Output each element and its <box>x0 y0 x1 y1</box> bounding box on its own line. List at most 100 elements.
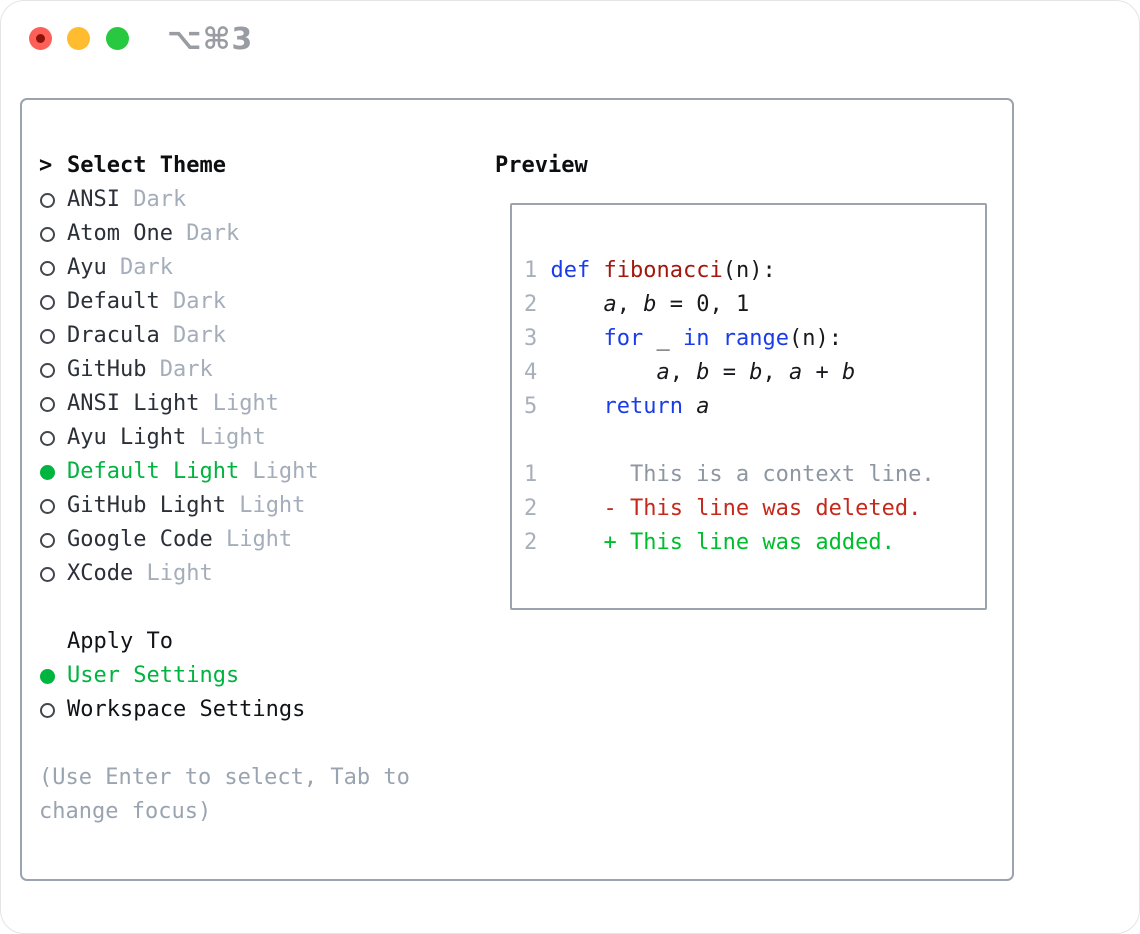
code-token-ident: b <box>749 360 763 385</box>
theme-option-google-code[interactable]: Google Code Light <box>39 523 489 557</box>
code-token-plain: + <box>802 360 842 385</box>
code-token-function: fibonacci <box>603 258 723 283</box>
theme-name: Ayu <box>67 255 107 280</box>
line-number: 5 <box>524 394 538 419</box>
preview-line: 2 + This line was added. <box>524 526 977 560</box>
minimize-button[interactable] <box>67 27 90 50</box>
code-token-keyword: def <box>550 258 591 283</box>
radio-selected-icon <box>39 668 67 684</box>
help-text: (Use Enter to select, Tab to change focu… <box>39 765 410 824</box>
apply-option-workspace-settings[interactable]: Workspace Settings <box>39 693 489 727</box>
theme-variant: Light <box>239 459 319 484</box>
code-token-plain: , <box>762 360 789 385</box>
theme-variant: Light <box>225 493 306 518</box>
preview-line: 2 - This line was deleted. <box>524 492 977 526</box>
select-theme-header: Select Theme <box>67 153 226 178</box>
theme-option-default-light[interactable]: Default Light Light <box>39 455 489 489</box>
code-token-ident: a <box>603 292 617 317</box>
code-token-ident: a <box>696 394 710 419</box>
preview-line: 4 a, b = b, a + b <box>524 356 977 390</box>
apply-option-label: Workspace Settings <box>67 697 306 722</box>
code-token-context: This is a context line. <box>550 462 935 487</box>
theme-name: XCode <box>67 561 134 586</box>
theme-option-ansi[interactable]: ANSI Dark <box>39 183 489 217</box>
apply-option-label: User Settings <box>67 663 240 688</box>
code-token-plain: = 0, 1 <box>656 292 750 317</box>
apply-to-header-row: Apply To <box>39 625 489 659</box>
preview-line: 1 def fibonacci(n): <box>524 254 977 288</box>
theme-variant: Dark <box>146 357 213 382</box>
theme-option-xcode[interactable]: XCode Light <box>39 557 489 591</box>
code-token-ident: a <box>788 360 803 385</box>
radio-selected-icon <box>39 464 67 480</box>
theme-option-ayu-light[interactable]: Ayu Light Light <box>39 421 489 455</box>
theme-variant: Light <box>186 425 266 450</box>
code-token-plain <box>590 258 603 283</box>
preview-line: 3 for _ in range(n): <box>524 322 977 356</box>
code-token-ident: a <box>656 360 670 385</box>
prompt-caret-icon: > <box>39 153 53 178</box>
code-token-keyword: return <box>603 394 683 419</box>
theme-option-ansi-light[interactable]: ANSI Light Light <box>39 387 489 421</box>
spacer <box>39 727 489 761</box>
radio-icon <box>39 498 67 514</box>
preview-line: 2 a, b = 0, 1 <box>524 288 977 322</box>
radio-icon <box>39 362 67 378</box>
radio-icon <box>39 532 67 548</box>
maximize-button[interactable] <box>106 27 129 50</box>
theme-variant: Dark <box>172 221 240 246</box>
code-token-keyword: range <box>722 326 789 351</box>
theme-option-github[interactable]: GitHub Dark <box>39 353 489 387</box>
code-token-deleted: - This line was deleted. <box>550 496 922 521</box>
code-token-plain <box>683 394 696 419</box>
line-number: 4 <box>524 360 538 385</box>
theme-variant: Dark <box>119 187 187 212</box>
code-token-plain: , <box>616 292 644 317</box>
close-dot-icon <box>36 34 45 43</box>
preview-line: 1 This is a context line. <box>524 458 977 492</box>
code-token-plain: (n): <box>788 326 842 351</box>
radio-icon <box>39 328 67 344</box>
code-token-added: + This line was added. <box>550 530 895 555</box>
code-token-plain <box>709 326 722 351</box>
theme-name: Default <box>67 289 160 314</box>
code-token-plain: = <box>709 360 750 385</box>
theme-name: Atom One <box>67 221 173 246</box>
line-number: 1 <box>524 258 538 283</box>
theme-variant: Dark <box>106 255 173 280</box>
theme-option-atom-one[interactable]: Atom One Dark <box>39 217 489 251</box>
code-token-plain: , <box>669 360 697 385</box>
spacer <box>39 591 489 625</box>
theme-option-default[interactable]: Default Dark <box>39 285 489 319</box>
apply-to-header: Apply To <box>67 629 173 654</box>
theme-option-github-light[interactable]: GitHub Light Light <box>39 489 489 523</box>
code-token-plain <box>550 394 603 419</box>
preview-line <box>524 424 977 458</box>
theme-variant: Dark <box>159 323 226 348</box>
code-token-plain: _ <box>643 326 683 351</box>
code-token-ident: b <box>643 292 657 317</box>
theme-name: Ayu Light <box>67 425 187 450</box>
radio-icon <box>39 260 67 276</box>
close-button[interactable] <box>29 27 52 50</box>
radio-icon <box>39 226 67 242</box>
theme-variant: Light <box>212 527 293 552</box>
theme-name: Google Code <box>67 527 213 552</box>
line-number: 1 <box>524 462 538 487</box>
theme-name: ANSI Light <box>67 391 200 416</box>
theme-option-dracula[interactable]: Dracula Dark <box>39 319 489 353</box>
code-token-plain <box>550 326 603 351</box>
apply-option-user-settings[interactable]: User Settings <box>39 659 489 693</box>
code-token-ident: b <box>696 360 710 385</box>
theme-option-ayu[interactable]: Ayu Dark <box>39 251 489 285</box>
theme-variant: Light <box>133 561 213 586</box>
preview-header: Preview <box>495 153 588 178</box>
radio-icon <box>39 566 67 582</box>
window-shortcut-label: ⌥⌘3 <box>167 22 254 57</box>
radio-icon <box>39 702 67 718</box>
code-token-plain: (n): <box>722 258 776 283</box>
